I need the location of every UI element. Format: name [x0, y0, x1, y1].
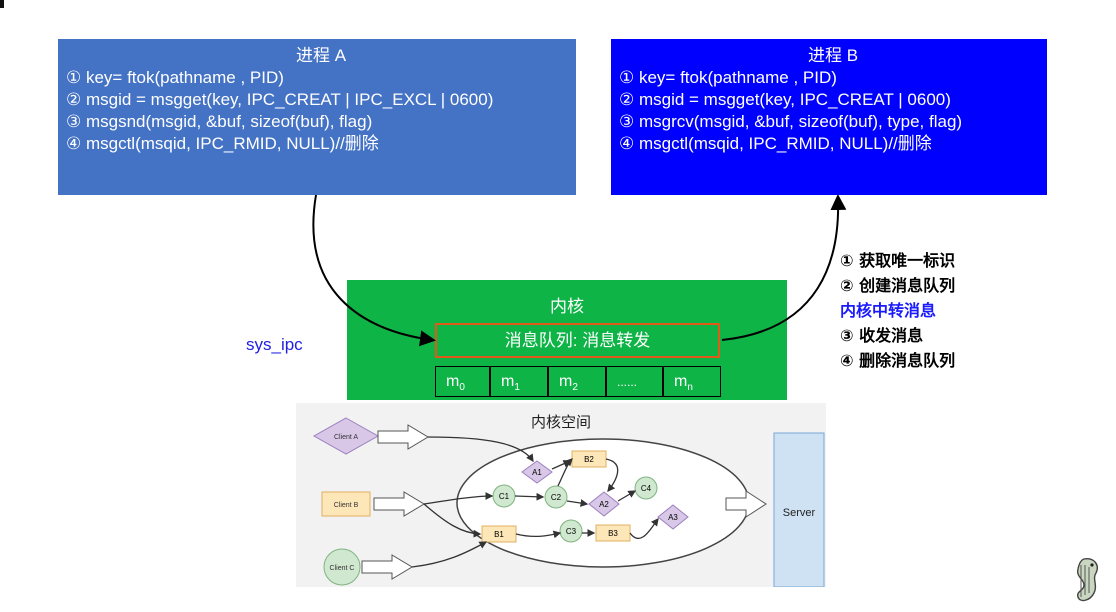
node-b1-label: B1 — [494, 530, 504, 539]
kernel-space-title: 内核空间 — [530, 414, 591, 431]
client-c-arrow — [361, 554, 413, 580]
sys-ipc-label: sys_ipc — [246, 335, 303, 354]
queue-cell-mn: mn — [663, 366, 721, 397]
flow-client-c-b1 — [411, 541, 488, 568]
process-b-line-2: ② msgid = msgget(key, IPC_CREAT | 0600) — [619, 90, 951, 109]
arrow-queue-to-process-b — [721, 194, 847, 341]
kernel-title: 内核 — [550, 297, 584, 316]
queue-cell-sub: 0 — [459, 382, 465, 394]
client-a-node — [312, 417, 380, 455]
process-b-line-1: ① key= ftok(pathname , PID) — [619, 68, 837, 87]
queue-cell-base: ...... — [617, 375, 638, 389]
corner-mark — [0, 0, 4, 8]
node-c2-label: C2 — [551, 493, 562, 502]
queue-cell-m0: m0 — [435, 366, 490, 397]
note-step-1: ① 获取唯一标识 — [840, 251, 956, 270]
flow-client-a-a1 — [427, 436, 534, 463]
queue-cell-m2: m2 — [548, 366, 606, 397]
node-c2 — [544, 485, 568, 509]
client-c-node — [323, 548, 361, 586]
arrow-process-a-to-queue — [312, 194, 436, 347]
seahorse-icon — [1076, 558, 1098, 602]
server-arrow — [725, 490, 767, 518]
node-a3-label: A3 — [668, 513, 678, 522]
node-a3 — [657, 504, 689, 530]
process-a-title: 进程 A — [295, 46, 347, 65]
process-a-line-3: ③ msgsnd(msgid, &buf, sizeof(buf), flag) — [66, 112, 373, 131]
queue-cell-sub: 1 — [514, 382, 520, 394]
node-c1-label: C1 — [499, 492, 510, 501]
flow-client-b-c1 — [423, 492, 494, 505]
node-b3-label: B3 — [608, 529, 618, 538]
note-step-2: ② 创建消息队列 — [840, 276, 956, 295]
queue-cell-base: m — [559, 373, 573, 390]
process-a-box: 进程 A ① key= ftok(pathname , PID) ② msgid… — [58, 39, 576, 195]
node-a1 — [521, 460, 553, 484]
node-a2-label: A2 — [599, 500, 609, 509]
client-b-node — [321, 491, 371, 517]
process-b-title: 进程 B — [807, 46, 859, 65]
node-c4-label: C4 — [641, 484, 652, 493]
flow-b3-a3 — [629, 517, 659, 540]
node-a2 — [588, 491, 620, 517]
message-queue-box: 消息队列: 消息转发 — [435, 323, 720, 358]
client-b-label: Client B — [334, 502, 359, 509]
client-c-label: Client C — [330, 565, 355, 572]
note-step-4: ④ 删除消息队列 — [840, 351, 956, 370]
server-box — [773, 432, 825, 587]
flow-c2-a2 — [566, 499, 589, 507]
flow-a2-c4 — [617, 490, 637, 502]
queue-cell-base: m — [674, 373, 688, 390]
process-b-line-3: ③ msgrcv(msgid, &buf, sizeof(buf), type,… — [619, 112, 963, 131]
process-b-line-4: ④ msgctl(msqid, IPC_RMID, NULL)//删除 — [619, 134, 932, 153]
node-b2-label: B2 — [584, 455, 594, 464]
flow-b2-a2 — [605, 458, 619, 493]
node-c4 — [634, 476, 658, 500]
note-step-3: ③ 收发消息 — [840, 326, 924, 345]
kernel-flow-lines — [411, 436, 659, 568]
flow-b1-c3 — [515, 530, 562, 539]
queue-cell-sub: 2 — [572, 382, 578, 394]
process-b-box: 进程 B ① key= ftok(pathname , PID) ② msgid… — [611, 39, 1047, 195]
process-a-line-4: ④ msgctl(msqid, IPC_RMID, NULL)//删除 — [66, 134, 379, 153]
note-kernel-relay: 内核中转消息 — [840, 301, 937, 320]
node-c3-label: C3 — [566, 527, 577, 536]
client-a-arrow — [377, 424, 429, 450]
queue-cell-m1: m1 — [490, 366, 548, 397]
process-a-line-1: ① key= ftok(pathname , PID) — [66, 68, 284, 87]
flow-c2-b2 — [557, 458, 573, 487]
queue-cell-ellipsis: ...... — [606, 366, 663, 397]
client-a-label: Client A — [334, 434, 358, 441]
kernel-space-graph: Server Client A Client B Client C A1 B2 … — [312, 417, 825, 587]
process-a-line-2: ② msgid = msgget(key, IPC_CREAT | IPC_EX… — [66, 90, 494, 109]
queue-cell-base: m — [446, 373, 460, 390]
queue-cell-base: m — [501, 373, 515, 390]
node-a1-label: A1 — [532, 468, 542, 477]
client-b-arrow — [373, 491, 425, 517]
flow-client-b-b1 — [423, 503, 482, 538]
flow-c1-c2 — [514, 492, 545, 501]
queue-cell-sub: n — [687, 382, 693, 394]
server-label: Server — [783, 507, 816, 519]
